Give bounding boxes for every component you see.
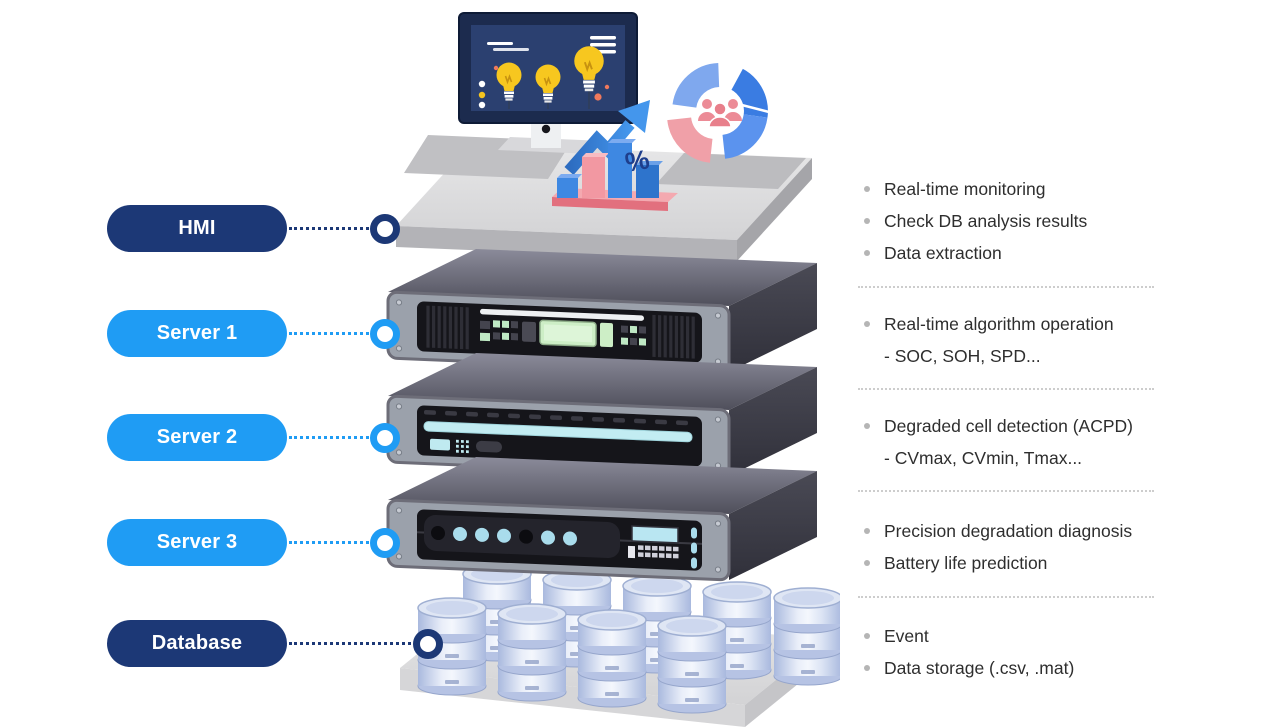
connector-node-hmi xyxy=(370,214,400,244)
connector-node-database xyxy=(413,629,443,659)
server-slab-2 xyxy=(386,353,817,478)
percent-symbol: % xyxy=(623,144,652,178)
note-text: Event xyxy=(884,626,929,646)
section-divider xyxy=(858,286,1154,288)
notes-hmi: Real-time monitoring Check DB analysis r… xyxy=(858,173,1162,269)
section-divider xyxy=(858,596,1154,598)
note-text: Data extraction xyxy=(884,243,1002,263)
note-text: Check DB analysis results xyxy=(884,211,1088,231)
note-item: Real-time monitoring xyxy=(858,173,1162,205)
section-divider xyxy=(858,490,1154,492)
connector-node-server-3 xyxy=(370,528,400,558)
people-icon xyxy=(698,99,742,128)
connector-line-server-2 xyxy=(289,436,369,439)
note-item: Real-time algorithm operation xyxy=(858,308,1162,340)
note-text: Degraded cell detection (ACPD) xyxy=(884,416,1134,436)
note-item: Check DB analysis results xyxy=(858,205,1162,237)
layer-pill-server-2: Server 2 xyxy=(107,414,287,461)
layer-pill-server-1: Server 1 xyxy=(107,310,287,357)
bullet-dot-icon xyxy=(864,633,870,639)
bullet-dot-icon xyxy=(864,423,870,429)
growth-arrow-icon xyxy=(564,100,650,175)
stack-illustration: % xyxy=(386,12,840,727)
note-subitem: - CVmax, CVmin, Tmax... xyxy=(858,442,1162,474)
layer-pill-server-3: Server 3 xyxy=(107,519,287,566)
note-text: Precision degradation diagnosis xyxy=(884,521,1133,541)
notes-database: Event Data storage (.csv, .mat) xyxy=(858,620,1162,684)
notes-server-1: Real-time algorithm operation - SOC, SOH… xyxy=(858,308,1162,372)
section-divider xyxy=(858,388,1154,390)
bullet-dot-icon xyxy=(864,665,870,671)
layer-pill-hmi: HMI xyxy=(107,205,287,252)
note-subitem: - SOC, SOH, SPD... xyxy=(858,340,1162,372)
note-text: Battery life prediction xyxy=(884,553,1048,573)
connector-line-hmi xyxy=(289,227,369,230)
bar-chart-icon: % xyxy=(552,139,678,211)
connector-line-database xyxy=(289,642,411,645)
monitor-icon xyxy=(458,12,638,155)
bullet-dot-icon xyxy=(864,560,870,566)
connector-line-server-1 xyxy=(289,332,369,335)
server-rack-icon xyxy=(386,290,731,374)
note-item: Data extraction xyxy=(858,237,1162,269)
note-text: - CVmax, CVmin, Tmax... xyxy=(884,448,1083,468)
connector-node-server-1 xyxy=(370,319,400,349)
server-rack-icon xyxy=(386,394,731,478)
note-text: - SOC, SOH, SPD... xyxy=(884,346,1041,366)
connector-line-server-3 xyxy=(289,541,369,544)
note-item: Event xyxy=(858,620,1162,652)
note-text: Data storage (.csv, .mat) xyxy=(884,658,1075,678)
server-slab-3 xyxy=(386,457,817,582)
bullet-dot-icon xyxy=(864,321,870,327)
bullet-dot-icon xyxy=(864,528,870,534)
connector-node-server-2 xyxy=(370,423,400,453)
note-item: Battery life prediction xyxy=(858,547,1162,579)
server-slab-1 xyxy=(386,249,817,374)
note-text: Real-time algorithm operation xyxy=(884,314,1114,334)
notes-server-2: Degraded cell detection (ACPD) - CVmax, … xyxy=(858,410,1162,474)
server-rack-icon xyxy=(386,498,731,582)
note-text: Real-time monitoring xyxy=(884,179,1046,199)
bullet-dot-icon xyxy=(864,186,870,192)
bullet-dot-icon xyxy=(864,218,870,224)
note-item: Degraded cell detection (ACPD) xyxy=(858,410,1162,442)
note-item: Precision degradation diagnosis xyxy=(858,515,1162,547)
layer-pill-database: Database xyxy=(107,620,287,667)
bullet-dot-icon xyxy=(864,250,870,256)
note-item: Data storage (.csv, .mat) xyxy=(858,652,1162,684)
donut-chart-icon xyxy=(667,56,770,163)
notes-server-3: Precision degradation diagnosis Battery … xyxy=(858,515,1162,579)
